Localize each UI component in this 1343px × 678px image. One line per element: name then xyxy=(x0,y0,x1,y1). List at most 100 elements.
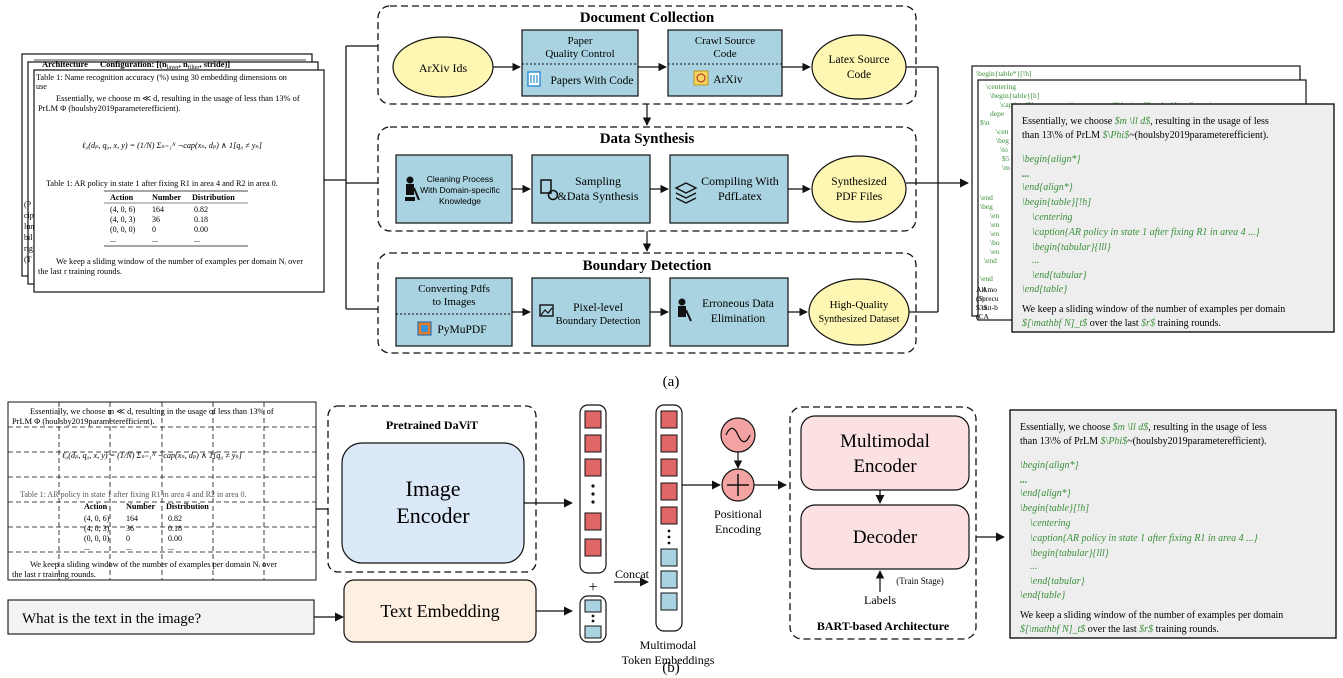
image-token-column xyxy=(579,404,607,574)
svg-text:Number: Number xyxy=(126,502,155,511)
svg-text:\begin{align*}: \begin{align*} xyxy=(1020,460,1079,471)
patch-para-2-line-1: We keep a sliding window of the number o… xyxy=(30,560,277,569)
svg-text:$\n: $\n xyxy=(980,118,990,127)
patch-para-1-line-1: Essentially, we choose m ≪ d, resulting … xyxy=(30,407,274,416)
mm-token-label-2: Token Embeddings xyxy=(622,653,715,667)
svg-text:\bo: \bo xyxy=(990,238,1000,247)
svg-text:\en: \en xyxy=(990,211,999,220)
latex-label-1: Latex Source xyxy=(829,54,890,66)
text-token xyxy=(584,599,602,613)
patch-table-headers: Action Number Distribution xyxy=(84,502,209,511)
svg-text:\beg: \beg xyxy=(996,136,1009,145)
svg-text:\m: \m xyxy=(1002,163,1010,172)
sampling-label-2: &Data Synthesis xyxy=(558,189,639,203)
crawl-title-1: Crawl Source xyxy=(695,35,755,47)
pymupdf-label: PyMuPDF xyxy=(437,324,486,336)
front-para-1-line-2: PrLM Φ (houlsby2019parameterefficient). xyxy=(38,104,181,113)
svg-text:\begin{align*}: \begin{align*} xyxy=(1022,154,1081,165)
latex-label-2: Code xyxy=(847,69,871,81)
svg-text:...: ... xyxy=(1020,475,1028,486)
front-table-headers: Action Number Distribution xyxy=(110,193,235,202)
svg-text:\end{tabular}: \end{tabular} xyxy=(1030,576,1085,587)
svg-text:...: ... xyxy=(152,235,158,244)
svg-text:$3$: $3$ xyxy=(976,303,988,312)
output-bus-arrows xyxy=(906,66,969,313)
svg-text:(P: (P xyxy=(24,200,32,209)
latex-output-stack: \begin{table*}[!h] \centering \begin{tab… xyxy=(971,65,1335,333)
svg-text:$5: $5 xyxy=(1002,154,1010,163)
decoder-block xyxy=(800,504,970,570)
svg-text:(4, 0, 6): (4, 0, 6) xyxy=(84,514,110,523)
svg-text:(4, 0, 3): (4, 0, 3) xyxy=(110,215,136,224)
patch-para-2-line-2: the last r training rounds. xyxy=(12,570,96,579)
svg-text:164: 164 xyxy=(126,514,138,523)
front-para-2-line-2: the last r training rounds. xyxy=(38,267,122,276)
image-token xyxy=(584,512,602,531)
cleaning-label-3: Knowledge xyxy=(439,196,481,206)
labels-label: Labels xyxy=(864,593,896,607)
question-text: What is the text in the image? xyxy=(22,611,201,627)
hq-label-2: Synthesized Dataset xyxy=(819,314,900,325)
latex-front-code: \begin{align*} ... \end{align*} \begin{t… xyxy=(1022,154,1260,295)
out-line-2: than 13\% of PrLM $\Phi$~(houlsby2019par… xyxy=(1020,436,1267,447)
image-token xyxy=(584,458,602,477)
plus-sign: + xyxy=(588,579,597,596)
bart-label: BART-based Architecture xyxy=(817,619,950,633)
svg-text:\begin{tabular}{lll}: \begin{tabular}{lll} xyxy=(1030,548,1109,559)
patch-table-rows: (4, 0, 6) 164 0.82 (4, 0, 3) 36 0.18 (0,… xyxy=(84,514,182,552)
svg-text:depe: depe xyxy=(990,109,1005,118)
svg-text:...: ... xyxy=(168,543,174,552)
svg-text:($\: ($\ xyxy=(976,294,985,303)
svg-text:Action: Action xyxy=(110,193,134,202)
front-para-1-line-1: Essentially, we choose m ≪ d, resulting … xyxy=(56,94,300,103)
mm-token-label-1: Multimodal xyxy=(640,638,697,652)
panel-a-caption: (a) xyxy=(663,374,680,390)
svg-text:\end: \end xyxy=(980,193,993,202)
svg-text:cip: cip xyxy=(24,211,34,220)
papers-with-code-label: Papers With Code xyxy=(550,75,633,87)
svg-text:...: ... xyxy=(110,235,116,244)
out-code: \begin{align*} ... \end{align*} \begin{t… xyxy=(1020,460,1258,601)
svg-text:\to: \to xyxy=(1000,145,1008,154)
compiling-node xyxy=(669,154,789,224)
latex-front-closing-1: We keep a sliding window of the number o… xyxy=(1022,304,1285,315)
svg-text:0: 0 xyxy=(152,225,156,234)
svg-text:\beg: \beg xyxy=(980,202,993,211)
svg-text:0: 0 xyxy=(126,534,130,543)
convert-label-1: Converting Pdfs xyxy=(418,283,490,295)
svg-text:\centering: \centering xyxy=(1032,212,1073,223)
panel-b-caption: (b) xyxy=(662,660,680,676)
svg-text:\end{align*}: \end{align*} xyxy=(1020,488,1071,499)
front-table-caption: Table 1: AR policy in state 1 after fixi… xyxy=(46,179,278,188)
patch-table-caption: Table 1: AR policy in state 1 after fixi… xyxy=(20,490,247,499)
image-token xyxy=(584,538,602,557)
svg-text:0.82: 0.82 xyxy=(168,514,182,523)
quality-title-1: Paper xyxy=(567,35,592,47)
convert-label-2: to Images xyxy=(432,296,475,308)
sampling-label-1: Sampling xyxy=(575,174,621,188)
crawl-title-2: Code xyxy=(713,48,736,60)
synthesized-pdf-node xyxy=(811,155,907,223)
panel-b: Essentially, we choose m ≪ d, resulting … xyxy=(7,401,1337,676)
svg-text:bil: bil xyxy=(24,233,33,242)
stage-title-synthesis: Data Synthesis xyxy=(600,131,695,147)
pretrained-davit-label: Pretrained DaViT xyxy=(386,418,478,432)
middle-plain-lines: Amo precu out-b Alt ($\ $3$ (CA xyxy=(976,285,999,321)
pixel-label-1: Pixel-level xyxy=(573,302,623,314)
svg-text:\en: \en xyxy=(990,229,999,238)
svg-text:0.18: 0.18 xyxy=(168,524,182,533)
back-latex-line: \begin{table*}[!h] xyxy=(976,69,1032,78)
pymupdf-icon xyxy=(417,321,432,336)
layers-icon xyxy=(674,182,698,204)
erroneous-label-1: Erroneous Data xyxy=(702,298,774,310)
svg-text:...: ... xyxy=(1030,561,1038,572)
svg-text:Alt: Alt xyxy=(976,285,987,294)
image-encoder-label-2: Encoder xyxy=(396,503,470,528)
svg-text:(0, 0, 0): (0, 0, 0) xyxy=(84,534,110,543)
svg-text:Distribution: Distribution xyxy=(192,193,235,202)
out-closing-1: We keep a sliding window of the number o… xyxy=(1020,610,1283,621)
erroneous-label-2: Elimination xyxy=(711,313,766,325)
stage-boundary-detection: Boundary Detection Converting Pdfs to Im… xyxy=(377,252,917,354)
